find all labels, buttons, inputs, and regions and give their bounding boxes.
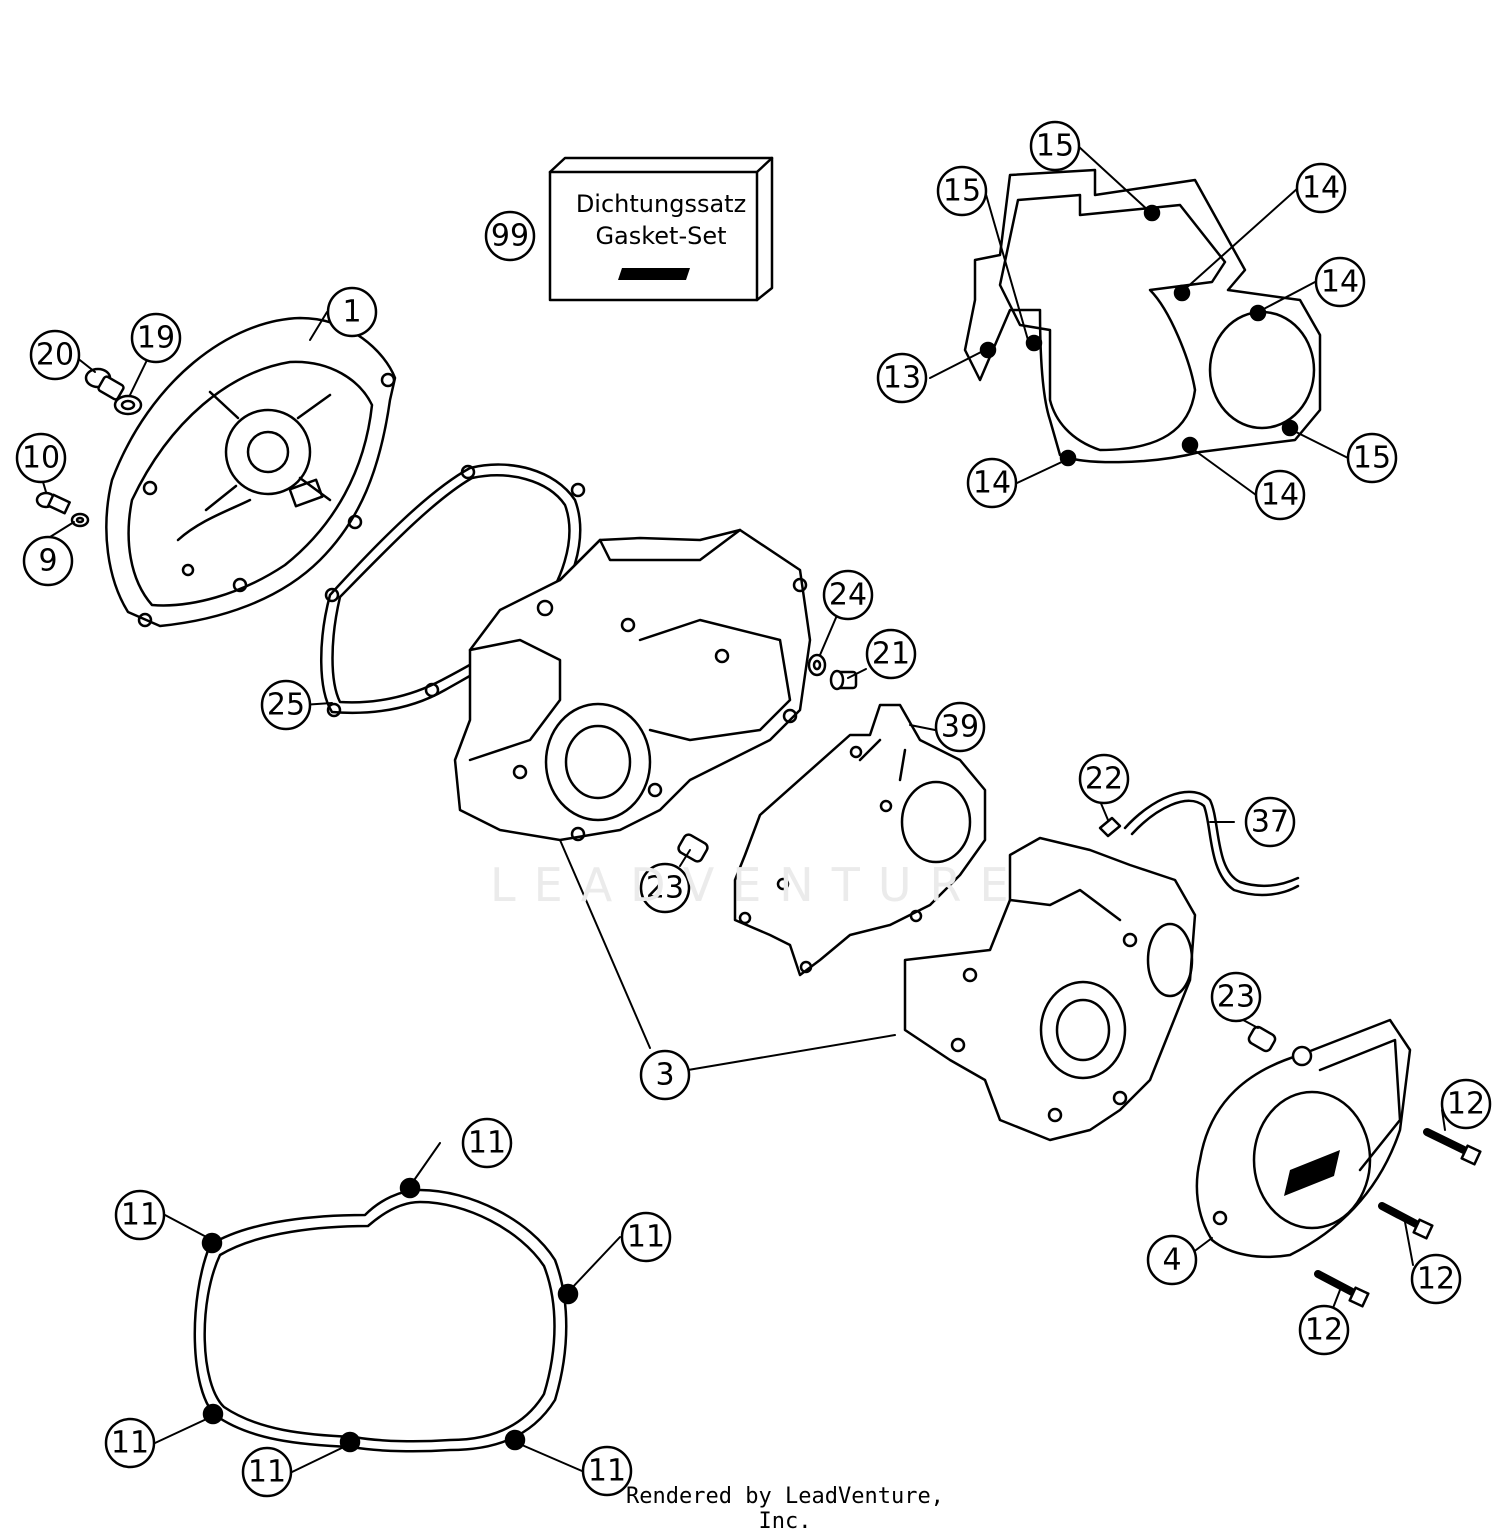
callout-15-top: 15 [1029, 120, 1081, 172]
callout-14-right: 14 [1314, 256, 1366, 308]
ignition-cover [105, 316, 397, 628]
callout-11-bottom-mid: 11 [241, 1446, 293, 1498]
gasket-set-box [548, 156, 774, 302]
callout-14-top-label: 14 [1302, 171, 1340, 206]
callout-25: 25 [260, 679, 312, 731]
callout-3-label: 3 [655, 1058, 674, 1093]
callout-12-mid-label: 12 [1417, 1262, 1455, 1297]
callout-99-label: 99 [491, 219, 529, 254]
callout-19: 19 [130, 312, 182, 364]
leader-lines [42, 145, 1446, 1473]
pump-cover [1195, 1018, 1412, 1259]
callout-20-label: 20 [36, 338, 74, 373]
callout-4-label: 4 [1162, 1243, 1181, 1278]
screw-12c [1314, 1270, 1370, 1308]
callout-20: 20 [29, 329, 81, 381]
callout-14-right-label: 14 [1321, 265, 1359, 300]
washer-24 [807, 653, 827, 677]
callout-11-right: 11 [620, 1211, 672, 1263]
callout-13: 13 [876, 352, 928, 404]
callout-12-mid: 12 [1410, 1253, 1462, 1305]
callout-9-label: 9 [38, 544, 57, 579]
callout-15-left: 15 [936, 165, 988, 217]
crankcase-left [453, 528, 812, 842]
plug-21 [829, 669, 858, 691]
callout-14-bottom-right-label: 14 [1261, 478, 1299, 513]
callout-19-label: 19 [137, 321, 175, 356]
callout-23-left-label: 23 [646, 871, 684, 906]
crankcase-right [903, 836, 1197, 1142]
callout-15-right-label: 15 [1353, 441, 1391, 476]
callouts: 99 1 19 20 10 9 25 24 21 39 22 37 23 23 … [15, 120, 1492, 1498]
callout-10: 10 [15, 432, 67, 484]
callout-13-label: 13 [883, 361, 921, 396]
callout-3: 3 [639, 1049, 691, 1101]
callout-99: 99 [484, 210, 536, 262]
callout-23-right: 23 [1210, 971, 1262, 1023]
callout-9: 9 [22, 535, 74, 587]
callout-23-left: 23 [639, 862, 691, 914]
callout-22: 22 [1078, 753, 1130, 805]
callout-22-label: 22 [1085, 762, 1123, 797]
callout-37: 37 [1244, 796, 1296, 848]
callout-14-bottom-left-label: 14 [973, 466, 1011, 501]
callout-21-label: 21 [872, 637, 910, 672]
watermark: LEADVENTURE [490, 858, 1027, 912]
callout-14-bottom-left: 14 [966, 457, 1018, 509]
screw-10 [35, 491, 71, 515]
callout-21: 21 [865, 628, 917, 680]
callout-11-bottom-left: 11 [104, 1417, 156, 1469]
callout-14-top: 14 [1295, 162, 1347, 214]
screw-12b [1378, 1202, 1434, 1240]
nipple-22 [1098, 816, 1122, 838]
cylinder-base-gasket [733, 703, 987, 977]
outer-clutch-gasket [193, 1177, 579, 1453]
plug-20 [84, 367, 125, 401]
callout-11-bottom-right: 11 [581, 1445, 633, 1497]
callout-25-label: 25 [267, 688, 305, 723]
callout-39-label: 39 [941, 710, 979, 745]
callout-11-right-label: 11 [627, 1220, 665, 1255]
callout-12-bottom-label: 12 [1305, 1313, 1343, 1348]
callout-1-label: 1 [342, 295, 361, 330]
render-credit: Rendered by LeadVenture, Inc. [626, 1484, 944, 1534]
callout-10-label: 10 [22, 441, 60, 476]
callout-11-left: 11 [114, 1189, 166, 1241]
callout-24-label: 24 [829, 578, 867, 613]
callout-11-bottom-right-label: 11 [588, 1454, 626, 1489]
callout-11-left-label: 11 [121, 1198, 159, 1233]
callout-11-bottom-left-label: 11 [111, 1426, 149, 1461]
vent-hose-37 [1123, 790, 1300, 897]
callout-23-right-label: 23 [1217, 980, 1255, 1015]
callout-11-top: 11 [461, 1117, 513, 1169]
callout-11-bottom-mid-label: 11 [248, 1455, 286, 1490]
callout-12-top-label: 12 [1447, 1087, 1485, 1122]
clutch-cover-gasket [963, 168, 1322, 467]
gasket-box-line2: Gasket-Set [595, 222, 727, 250]
callout-4: 4 [1146, 1234, 1198, 1286]
callout-11-top-label: 11 [468, 1126, 506, 1161]
callout-39: 39 [934, 701, 986, 753]
seal-ring-19 [113, 394, 143, 416]
callout-15-right: 15 [1346, 432, 1398, 484]
callout-37-label: 37 [1251, 805, 1289, 840]
screw-12a [1423, 1128, 1482, 1166]
callout-1: 1 [326, 286, 378, 338]
callout-15-top-label: 15 [1036, 129, 1074, 164]
dowel-23a [677, 833, 709, 863]
washer-9 [70, 512, 90, 528]
callout-12-top: 12 [1440, 1078, 1492, 1130]
gasket-box-line1: Dichtungssatz [575, 190, 747, 218]
callout-12-bottom: 12 [1298, 1304, 1350, 1356]
dowel-23b [1247, 1025, 1277, 1053]
callout-15-left-label: 15 [943, 174, 981, 209]
callout-14-bottom-right: 14 [1254, 469, 1306, 521]
callout-24: 24 [822, 569, 874, 621]
